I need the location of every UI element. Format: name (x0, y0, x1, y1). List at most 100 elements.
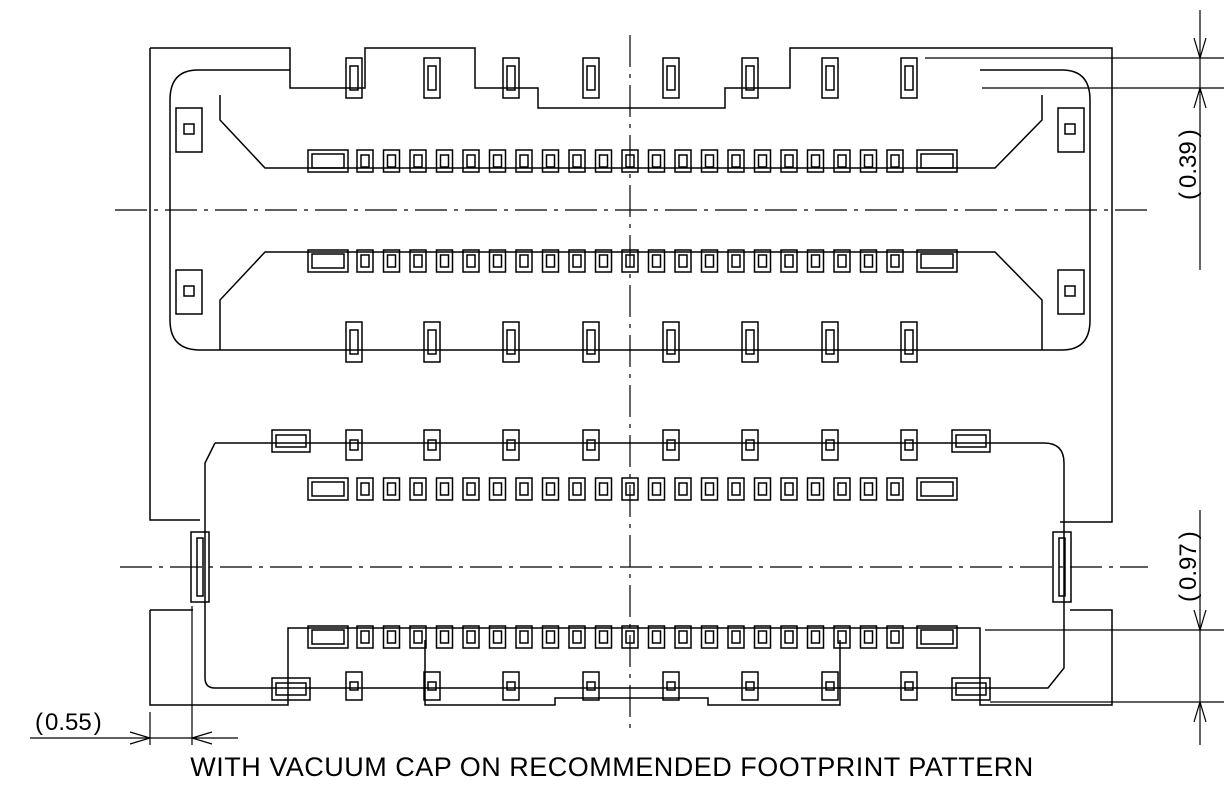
dim-label-bottom-right: (0.97) (1175, 531, 1202, 602)
lower-top-contact-inner (427, 439, 437, 451)
upper-contact-pad-inner (904, 65, 914, 91)
pin-pad-inner (837, 630, 847, 644)
pin-pad-inner (837, 482, 847, 496)
pin-pad-inner (386, 482, 397, 496)
lower-bottom-contact (662, 671, 680, 701)
upper-contact-pad-inner (825, 65, 835, 91)
pin-pad-inner (810, 154, 821, 168)
pin-pad (515, 625, 533, 649)
corner-pad (271, 429, 311, 453)
pin-pad (488, 625, 507, 649)
pin-pad (382, 249, 401, 273)
pin-pad (806, 625, 825, 649)
pin-pad (409, 625, 427, 649)
boss-pad-top-right-inner (1064, 123, 1076, 135)
upper-bottom-contact-pad-inner (666, 329, 676, 355)
pin-pad (780, 249, 798, 273)
pin-pad-inner (413, 630, 423, 644)
upper-contact-pad-inner (506, 65, 516, 91)
pin-pad (833, 477, 851, 501)
lower-bottom-contact-inner (586, 681, 596, 691)
pin-pad-inner (890, 154, 900, 168)
pin-pad-inner (704, 254, 715, 268)
pin-pad-inner (837, 154, 847, 168)
pin-pad-inner (386, 630, 397, 644)
pin-pad-inner (360, 254, 370, 268)
pin-pad (568, 149, 586, 173)
pin-pad-inner (466, 630, 476, 644)
pin-pad (356, 625, 374, 649)
pin-pad-inner (492, 254, 503, 268)
lower-bottom-contact (582, 671, 600, 701)
corner-pad (951, 429, 991, 453)
end-pad-inner (920, 481, 954, 497)
upper-bottom-contact-pad-inner (506, 329, 516, 355)
boss-pad-top-left-inner (183, 123, 195, 135)
pin-pad (727, 625, 745, 649)
pin-pad-inner (598, 630, 609, 644)
lower-bottom-contact-inner (349, 681, 359, 691)
pin-pad (568, 477, 586, 501)
pin-pad (594, 249, 613, 273)
upper-contact-pad (423, 57, 441, 99)
pin-pad (886, 477, 904, 501)
lower-connector-body (204, 442, 1065, 689)
end-pad-inner (920, 629, 954, 645)
pin-pad (488, 149, 507, 173)
pin-pad-inner (360, 630, 370, 644)
lower-top-contact-inner (825, 439, 835, 451)
pin-pad-inner (572, 154, 582, 168)
corner-pad-inner (955, 434, 987, 448)
boss-pad-bottom-right-inner (1064, 285, 1076, 297)
lower-top-contact (662, 429, 680, 461)
upper-bottom-contact-pad (582, 321, 600, 363)
pin-pad (886, 625, 904, 649)
pin-pad (488, 249, 507, 273)
pin-pad (462, 149, 480, 173)
upper-bottom-contact-pad-inner (586, 329, 596, 355)
pin-pad-inner (651, 630, 662, 644)
lower-top-contact (900, 429, 918, 461)
upper-bottom-contact-pad (502, 321, 520, 363)
pin-pad-inner (439, 630, 450, 644)
pin-pad (356, 149, 374, 173)
pin-pad-inner (360, 154, 370, 168)
pin-pad (568, 249, 586, 273)
vacuum-cap-outline-upper (150, 47, 1113, 523)
pin-pad-inner (572, 630, 582, 644)
lower-bottom-contact (900, 671, 918, 701)
upper-connector-body (169, 69, 1091, 351)
pin-pad (674, 149, 692, 173)
lower-top-contact-inner (904, 439, 914, 451)
lower-top-contact-inner (666, 439, 676, 451)
lower-bottom-contact-inner (904, 681, 914, 691)
pin-pad-inner (784, 254, 794, 268)
pin-pad (700, 625, 719, 649)
upper-bottom-contact-pad-inner (427, 329, 437, 355)
end-pad (307, 625, 349, 649)
pin-pad-inner (731, 630, 741, 644)
upper-housing-chamfer-top (219, 95, 1043, 169)
lower-top-contact (821, 429, 839, 461)
upper-contact-pad-inner (349, 65, 359, 91)
lower-top-contact (345, 429, 363, 461)
pin-pad-inner (545, 154, 556, 168)
arrow-left-right (129, 731, 153, 745)
lower-top-contact (741, 429, 759, 461)
end-pad (916, 149, 958, 173)
pin-pad (462, 477, 480, 501)
arrow-left-left (189, 731, 213, 745)
arrow-bottom-down (1193, 609, 1207, 633)
pin-pad-inner (439, 154, 450, 168)
dim-label-top-right: (0.39) (1175, 129, 1202, 200)
lower-top-contact (423, 429, 441, 461)
pin-pad (409, 149, 427, 173)
lower-bottom-contact (502, 671, 520, 701)
pin-pad-inner (651, 154, 662, 168)
lower-bottom-contact (821, 671, 839, 701)
pin-pad-inner (678, 482, 688, 496)
pin-pad-inner (439, 254, 450, 268)
pin-pad (700, 477, 719, 501)
pin-pad-inner (545, 254, 556, 268)
